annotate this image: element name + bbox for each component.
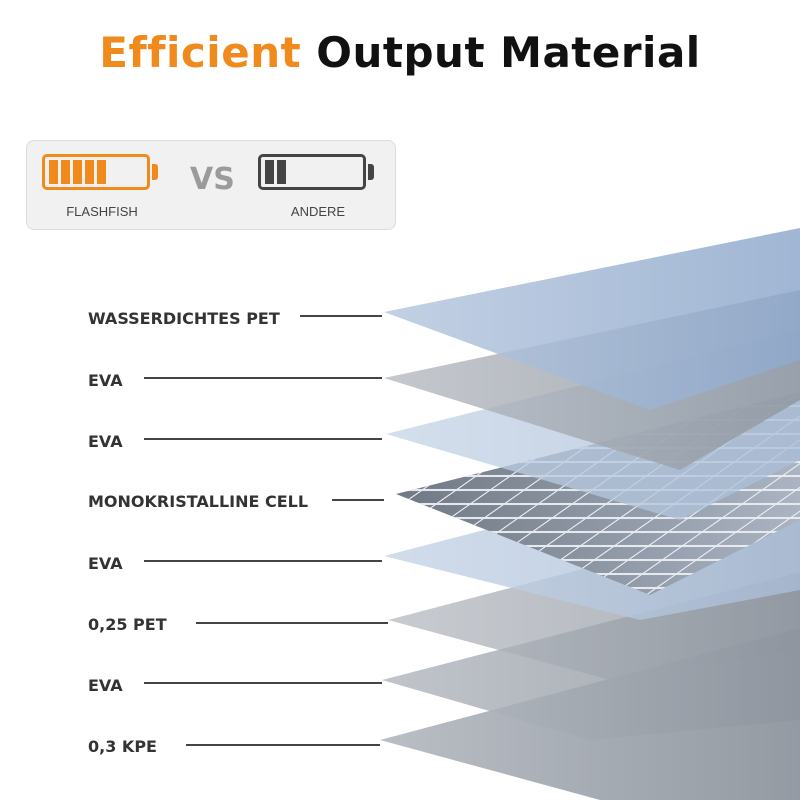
leader-line [144, 560, 382, 562]
leader-line [196, 622, 388, 624]
page-title: Efficient Output Material [0, 28, 800, 77]
leader-line [300, 315, 382, 317]
vs-text: VS [190, 162, 235, 197]
layer-label-wasserdichtes-pet: WASSERDICHTES PET [88, 309, 280, 328]
layer-label-0-3-kpe: 0,3 KPE [88, 737, 157, 756]
flashfish-label: FLASHFISH [66, 204, 138, 219]
leader-line [144, 682, 382, 684]
layer-label-monokristalline-cell: MONOKRISTALLINE CELL [88, 492, 309, 511]
layer-label-0-25-pet: 0,25 PET [88, 615, 167, 634]
layer-label-eva: EVA [88, 371, 123, 390]
leader-line [186, 744, 380, 746]
layer-wasserdichtes-pet [384, 228, 800, 410]
layer-label-eva: EVA [88, 676, 123, 695]
leader-line [332, 499, 384, 501]
layer-label-eva: EVA [88, 554, 123, 573]
andere-label: ANDERE [290, 204, 346, 219]
leader-line [144, 438, 382, 440]
title-accent: Efficient [99, 28, 302, 77]
layer-label-eva: EVA [88, 432, 123, 451]
title-rest: Output Material [316, 28, 701, 77]
leader-line [144, 377, 382, 379]
